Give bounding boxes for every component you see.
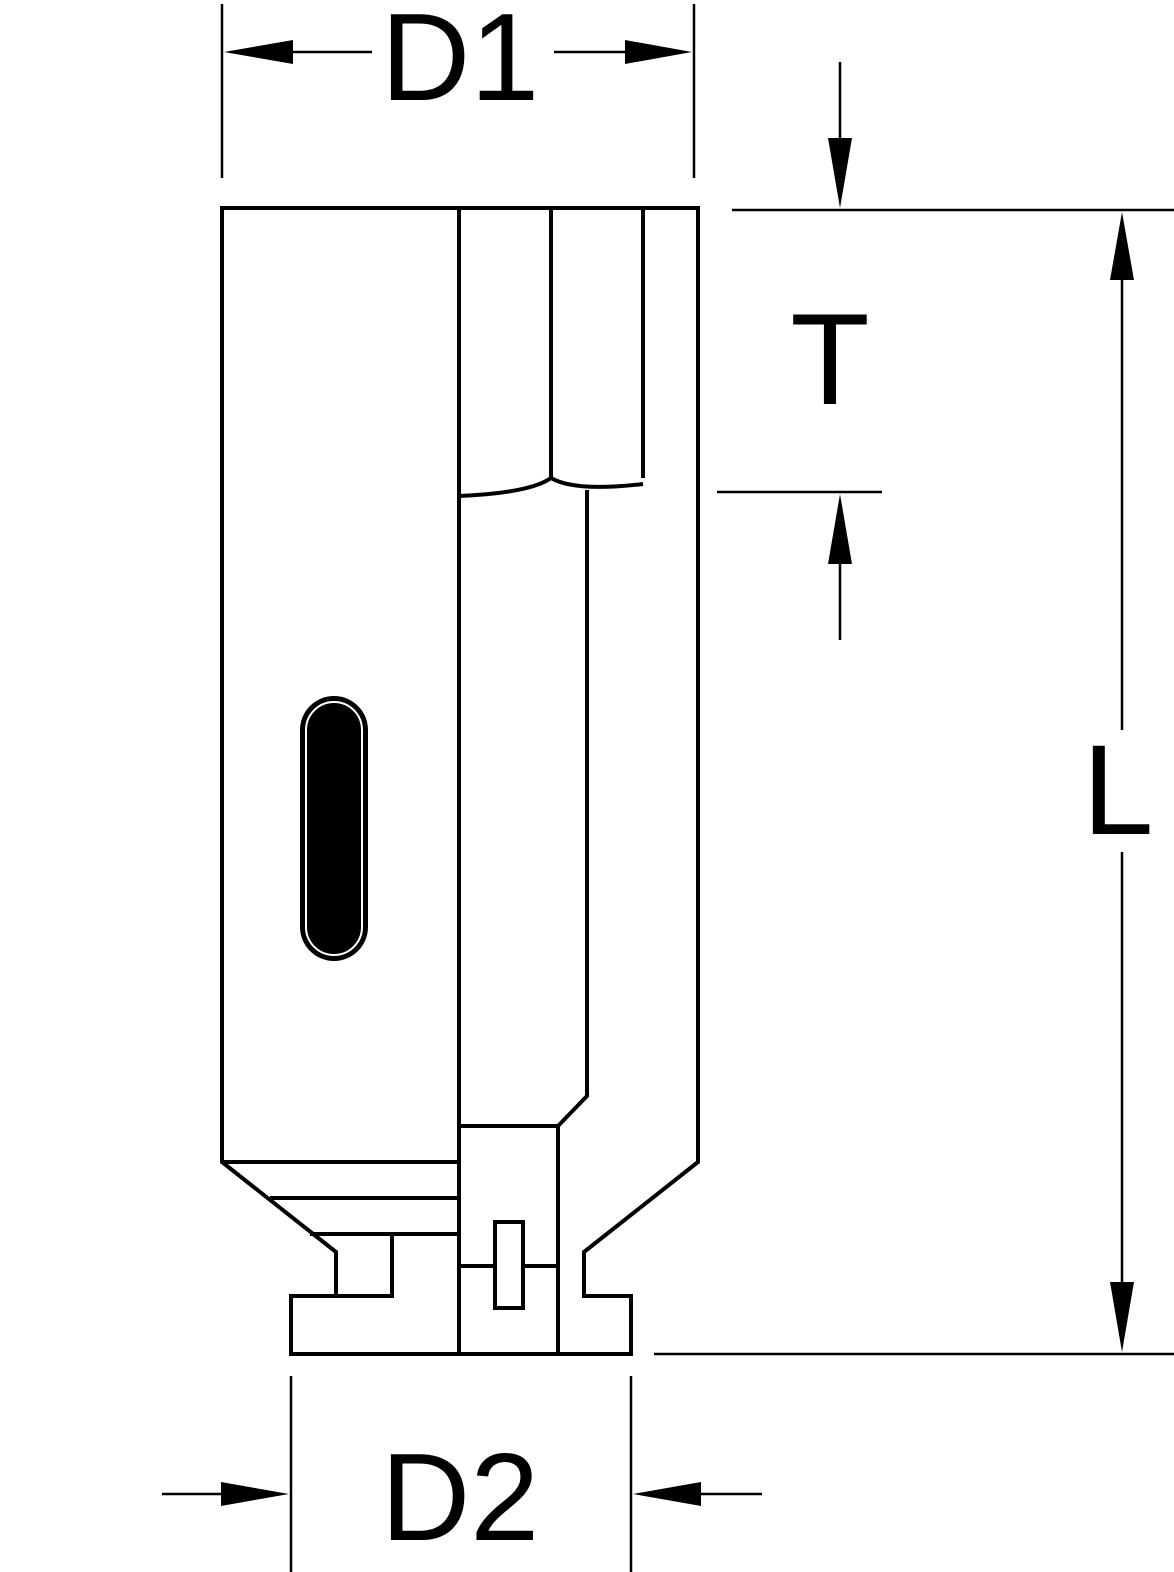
logo-badge xyxy=(300,696,368,961)
retaining-pin xyxy=(493,1220,525,1310)
inner-bore-wall xyxy=(459,490,589,1128)
t-arrow-bottom xyxy=(828,494,852,564)
logo-registered-mark: ® xyxy=(344,934,352,946)
l-label: L xyxy=(1082,719,1153,862)
d1-arrow-left xyxy=(224,40,293,64)
l-arrow-top xyxy=(1110,212,1134,280)
d1-label: D1 xyxy=(381,0,540,127)
d2-arrow-left xyxy=(221,1482,289,1506)
dimension-d1: D1 xyxy=(220,0,696,178)
l-arrow-bottom xyxy=(1110,1282,1134,1352)
socket-body xyxy=(220,206,700,1356)
t-label: T xyxy=(790,286,869,432)
logo-brand-top: KS xyxy=(312,721,361,782)
logo-brand-bottom: TOOLS xyxy=(314,801,358,938)
d2-label: D2 xyxy=(381,1429,540,1567)
dimension-d2: D2 xyxy=(162,1376,762,1572)
hex-pocket-bottom xyxy=(458,475,644,498)
dimension-l: L xyxy=(654,212,1174,1356)
ks-tools-logo: KS TOOLS ® xyxy=(300,696,368,961)
neck-step-line xyxy=(336,1234,394,1298)
logo-badge-inner-border xyxy=(305,701,363,956)
d2-arrow-right xyxy=(633,1482,701,1506)
t-arrow-top xyxy=(828,138,852,208)
dimension-t: T xyxy=(717,62,1174,640)
d1-arrow-right xyxy=(625,40,692,64)
socket-outline xyxy=(220,206,700,1356)
